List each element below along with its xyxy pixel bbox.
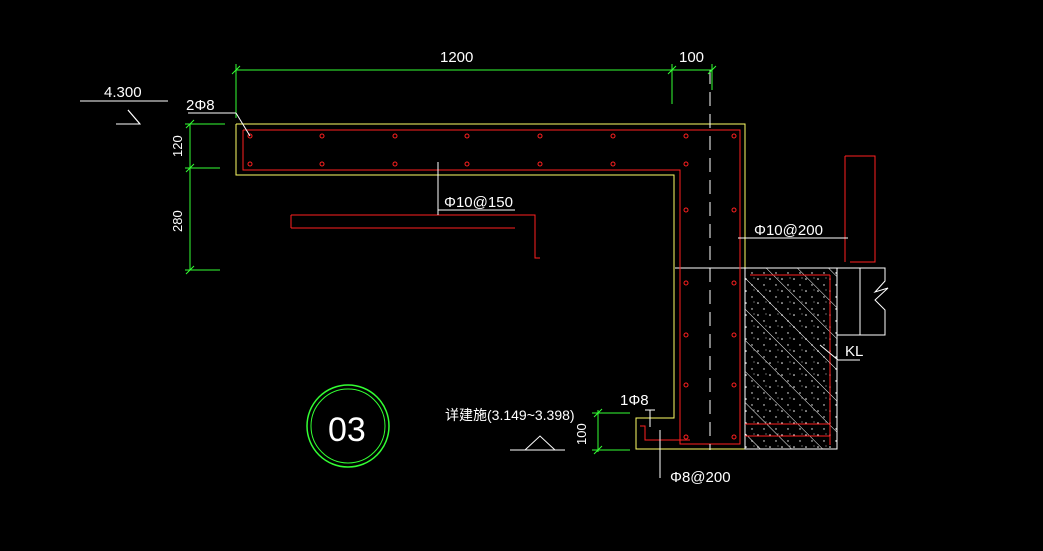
elevation-label: 4.300 bbox=[104, 84, 142, 101]
lug-bar-label: 1Φ8 bbox=[620, 392, 649, 409]
dimensions bbox=[185, 64, 717, 455]
rebar-dots bbox=[247, 133, 737, 440]
beam-label: KL bbox=[845, 343, 863, 360]
top-bars-label: 2Φ8 bbox=[186, 97, 215, 114]
detail-marker: 03 bbox=[306, 384, 390, 468]
dim-100-top: 100 bbox=[679, 49, 704, 66]
dim-100-lug: 100 bbox=[574, 423, 589, 445]
beam-kl bbox=[675, 267, 880, 450]
dim-280: 280 bbox=[170, 210, 185, 232]
rebar bbox=[242, 129, 876, 445]
slab-rebar-label: Φ10@150 bbox=[444, 194, 513, 211]
labels: 1200 100 4.300 2Φ8 Φ10@150 Φ10@200 KL 1Φ… bbox=[104, 49, 863, 486]
dim-1200: 1200 bbox=[440, 49, 473, 66]
stair-ref-label: 详建施(3.149~3.398) bbox=[445, 407, 575, 423]
leaders bbox=[80, 100, 860, 478]
dim-120: 120 bbox=[170, 135, 185, 157]
wall-rebar-label: Φ10@200 bbox=[754, 222, 823, 239]
detail-number: 03 bbox=[328, 411, 366, 449]
concrete-outline bbox=[235, 123, 746, 450]
adjacent-slab bbox=[837, 267, 889, 336]
lug-stirrup-label: Φ8@200 bbox=[670, 469, 731, 486]
